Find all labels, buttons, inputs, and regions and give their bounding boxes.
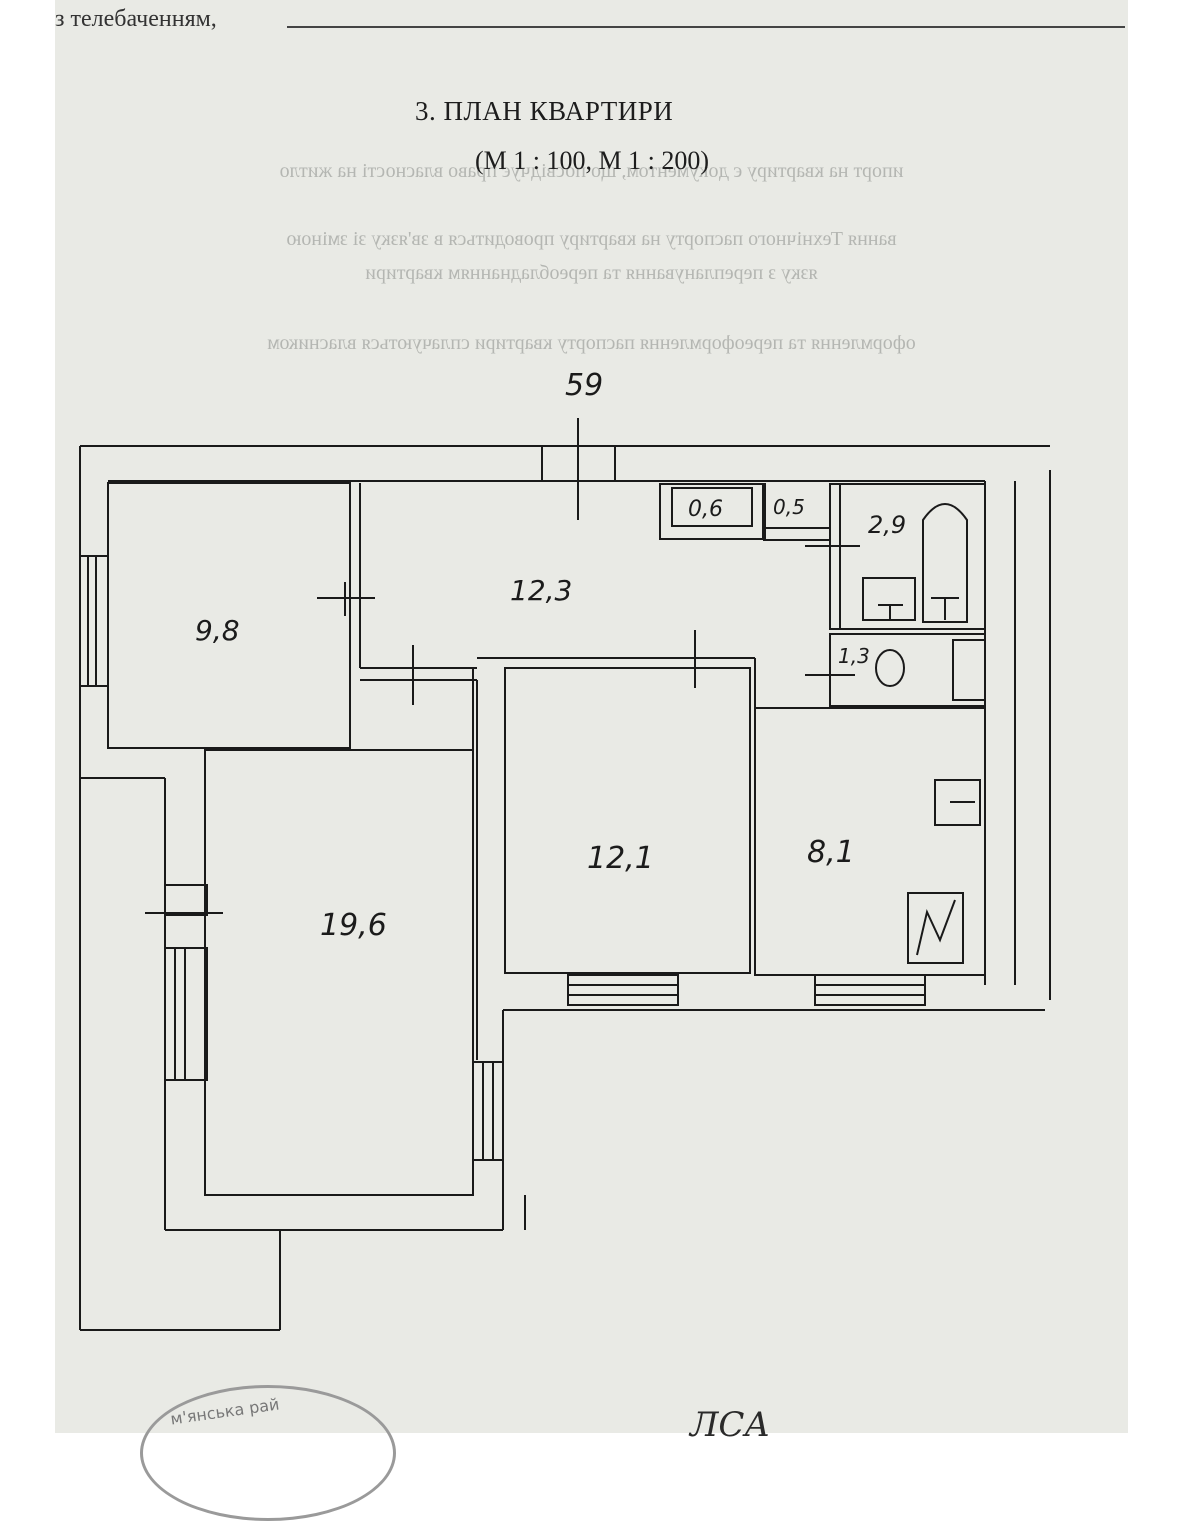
stove-symbol [916, 899, 956, 956]
stove [907, 892, 964, 964]
storage-1-inner [671, 487, 753, 527]
signature: ЛСА [690, 1405, 771, 1445]
section-title: 3. ПЛАН КВАРТИРИ [415, 96, 674, 126]
room-c-outline [504, 667, 751, 974]
room-area-label: 2,9 [868, 511, 906, 539]
fill-in-line [287, 26, 1125, 28]
kitchen-sink [934, 779, 981, 826]
room-area-label: 12,1 [587, 841, 654, 876]
room-area-label: 8,1 [807, 835, 855, 870]
room-b-outline [204, 749, 474, 1196]
door-opening [164, 884, 208, 916]
preceding-line-text: з телебаченням, [55, 6, 217, 32]
scale-note: (М 1 : 100, М 1 : 200) [475, 146, 709, 175]
dimension-label: 59 [565, 368, 603, 403]
room-area-label: 9,8 [195, 614, 240, 647]
window-kitchen [814, 974, 926, 1006]
bathtub [922, 503, 968, 623]
toilet-cistern [952, 639, 986, 701]
storage-1-outline [659, 483, 766, 540]
room-area-label: 0,6 [688, 497, 723, 522]
room-area-label: 0,5 [773, 495, 805, 519]
window-room-c [567, 974, 679, 1006]
toilet-bowl [875, 649, 905, 687]
window-right [472, 1061, 504, 1161]
document-page: з телебаченням, ипорт на квартиру є доку… [55, 0, 1128, 1433]
window-left-upper [79, 555, 109, 687]
room-area-label: 12,3 [510, 574, 572, 607]
room-area-label: 19,6 [320, 908, 387, 943]
floor-plan: 59 9,8 12,3 0,6 0,5 2,9 1,3 19,6 12,1 8,… [79, 368, 1051, 1331]
room-area-label: 1,3 [838, 644, 870, 668]
kitchen-outline [754, 707, 986, 976]
bathroom-outline [829, 483, 986, 630]
